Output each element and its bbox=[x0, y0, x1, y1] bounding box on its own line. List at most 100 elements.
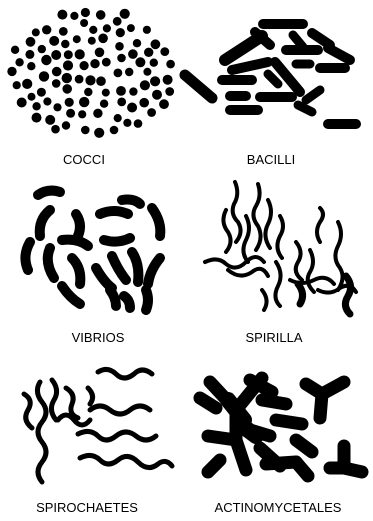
coccus-cell bbox=[94, 128, 104, 138]
coccus-cell bbox=[96, 10, 106, 20]
coccus-cell bbox=[32, 102, 40, 110]
coccus-cell bbox=[62, 84, 72, 94]
coccus-cell bbox=[166, 60, 175, 69]
coccus-cell bbox=[53, 103, 61, 111]
coccus-cell bbox=[114, 69, 123, 78]
coccus-cell bbox=[73, 35, 81, 43]
coccus-cell bbox=[160, 47, 169, 56]
coccus-cell bbox=[102, 58, 111, 67]
coccus-cell bbox=[61, 40, 69, 48]
coccus-cell bbox=[140, 80, 150, 90]
coccus-cell bbox=[75, 49, 85, 59]
coccus-cell bbox=[26, 37, 36, 47]
bacilli-label: BACILLI bbox=[247, 152, 295, 167]
coccus-cell bbox=[116, 86, 126, 96]
coccus-cell bbox=[147, 108, 156, 117]
coccus-cell bbox=[125, 68, 133, 76]
coccus-cell bbox=[25, 50, 34, 59]
coccus-cell bbox=[103, 24, 111, 32]
coccus-cell bbox=[143, 26, 151, 34]
coccus-cell bbox=[13, 81, 21, 89]
spirochaetes-label: SPIROCHAETES bbox=[36, 500, 138, 515]
coccus-cell bbox=[32, 113, 42, 123]
coccus-cell bbox=[22, 79, 32, 89]
coccus-cell bbox=[133, 39, 141, 47]
coccus-cell bbox=[39, 71, 49, 81]
coccus-cell bbox=[70, 12, 78, 20]
vibrios-label: VIBRIOS bbox=[72, 330, 125, 345]
coccus-cell bbox=[80, 61, 89, 70]
coccus-cell bbox=[51, 125, 60, 134]
coccus-cell bbox=[120, 9, 130, 19]
coccus-cell bbox=[27, 62, 35, 70]
coccus-cell bbox=[84, 88, 92, 96]
coccus-cell bbox=[113, 17, 122, 26]
coccus-cell bbox=[129, 87, 137, 95]
coccus-cell bbox=[88, 37, 96, 45]
coccus-cell bbox=[66, 109, 75, 118]
coccus-cell bbox=[43, 97, 51, 105]
coccus-cell bbox=[85, 75, 95, 85]
coccus-cell bbox=[11, 46, 19, 54]
actinomycetales-label: ACTINOMYCETALES bbox=[215, 500, 342, 515]
coccus-cell bbox=[144, 48, 153, 57]
coccus-cell bbox=[75, 75, 84, 84]
coccus-cell bbox=[143, 68, 151, 76]
coccus-cell bbox=[114, 114, 122, 122]
actinomycetales-illustration bbox=[200, 378, 362, 476]
coccus-cell bbox=[78, 110, 86, 118]
coccus-cell bbox=[7, 67, 16, 76]
coccus-cell bbox=[152, 90, 162, 100]
coccus-cell bbox=[41, 55, 51, 65]
coccus-cell bbox=[159, 99, 169, 109]
coccus-cell bbox=[89, 26, 97, 34]
coccus-cell bbox=[165, 87, 174, 96]
coccus-cell bbox=[123, 119, 131, 127]
coccus-cell bbox=[90, 59, 99, 68]
coccus-cell bbox=[63, 60, 73, 70]
coccus-cell bbox=[98, 34, 108, 44]
coccus-cell bbox=[80, 19, 88, 27]
coccus-cell bbox=[42, 25, 51, 34]
coccus-cell bbox=[65, 98, 74, 107]
spirochaetes-illustration bbox=[24, 369, 172, 482]
coccus-cell bbox=[151, 39, 161, 49]
coccus-cell bbox=[15, 58, 23, 66]
cocci-illustration bbox=[7, 8, 175, 138]
spirilla-illustration bbox=[205, 182, 356, 310]
coccus-cell bbox=[62, 73, 72, 83]
coccus-cell bbox=[62, 121, 70, 129]
cocci-label: COCCI bbox=[63, 152, 105, 167]
coccus-cell bbox=[52, 79, 61, 88]
coccus-cell bbox=[150, 59, 158, 67]
coccus-cell bbox=[163, 75, 173, 85]
bacilli-illustration bbox=[185, 24, 356, 124]
coccus-cell bbox=[52, 67, 62, 77]
coccus-cell bbox=[134, 119, 143, 128]
coccus-cell bbox=[81, 8, 90, 17]
coccus-cell bbox=[49, 36, 59, 46]
coccus-cell bbox=[28, 93, 36, 101]
coccus-cell bbox=[45, 115, 55, 125]
coccus-cell bbox=[37, 88, 46, 97]
coccus-cell bbox=[59, 27, 68, 36]
coccus-cell bbox=[127, 103, 137, 113]
spirilla-label: SPIRILLA bbox=[245, 330, 302, 345]
coccus-cell bbox=[117, 98, 126, 107]
coccus-cell bbox=[150, 76, 160, 86]
coccus-cell bbox=[115, 42, 124, 51]
coccus-cell bbox=[79, 97, 89, 107]
coccus-cell bbox=[127, 24, 135, 32]
coccus-cell bbox=[32, 28, 40, 36]
vibrios-illustration bbox=[25, 191, 160, 310]
coccus-cell bbox=[96, 76, 106, 86]
coccus-cell bbox=[64, 50, 73, 59]
coccus-cell bbox=[139, 98, 149, 108]
coccus-cell bbox=[95, 48, 105, 58]
coccus-cell bbox=[116, 28, 125, 37]
coccus-cell bbox=[128, 49, 138, 59]
coccus-cell bbox=[93, 109, 102, 118]
coccus-cell bbox=[57, 10, 67, 20]
coccus-cell bbox=[81, 126, 90, 135]
